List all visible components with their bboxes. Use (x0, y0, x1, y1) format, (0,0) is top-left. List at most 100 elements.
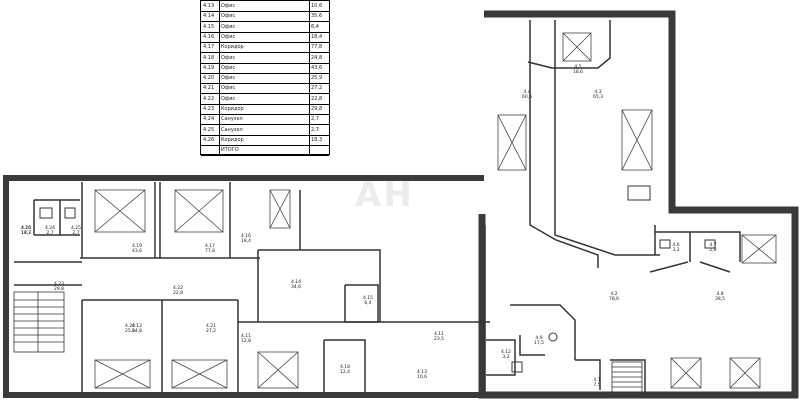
room-area: 38,5 (714, 297, 726, 302)
legend-row: 4.23 Коридор 29,8 (201, 104, 329, 115)
room-number: 4.13 (416, 370, 428, 375)
room-number: 4.9 (535, 336, 543, 341)
room-number: 4.10 (20, 226, 32, 231)
room-area: 65,3 (592, 95, 604, 100)
legend-cell-name: Офис (221, 64, 236, 71)
room-area: 2,7 (72, 231, 80, 236)
legend-cell-area: 2,7 (311, 116, 319, 123)
legend-cell-no: 4.24 (203, 116, 215, 123)
room-area: 60,6 (521, 95, 533, 100)
room-area: 29,8 (53, 287, 65, 292)
room-area: 6,4 (364, 301, 372, 306)
room-number: 4.11 (433, 332, 445, 337)
window-marks (94, 32, 777, 389)
room-area: 18,4 (240, 239, 252, 244)
legend-cell-name: Коридор (221, 44, 244, 51)
room-number: 4.1 (593, 378, 601, 383)
legend-cell-name: Коридор (221, 106, 244, 112)
room-area: 27,2 (205, 329, 217, 334)
room-area: 12,4 (339, 370, 351, 375)
legend-cell-no: 4.21 (203, 85, 215, 92)
room-number: 4.8 (716, 292, 724, 297)
room-number: 4.12 (500, 350, 512, 355)
room-area: 12,8 (240, 339, 252, 344)
room-number: 4.25 (70, 226, 82, 231)
legend-cell-name: Офис (221, 85, 236, 92)
legend-row: 4.17 Коридор 77,8 (201, 42, 329, 54)
legend-cell-no: 4.22 (203, 95, 215, 102)
room-number: 4.2 (610, 292, 618, 297)
legend-cell-name: Офис (221, 3, 236, 9)
legend-row: 4.22 Офис 22,8 (201, 94, 329, 105)
legend-cell-name: Санузел (221, 116, 243, 123)
legend-row: 4.15 Офис 6,4 (201, 22, 329, 33)
stairs-left (13, 291, 65, 353)
interior-walls (14, 20, 741, 395)
legend-cell-area: 77,8 (311, 44, 323, 51)
legend-cell-name: Офис (221, 75, 236, 82)
legend-cell-no: 4.17 (203, 44, 215, 51)
room-number: 4.24 (44, 226, 56, 231)
room-area: 7,5 (593, 383, 601, 388)
legend-cell-name: Офис (221, 95, 236, 102)
legend-row: ИТОГО (201, 145, 329, 157)
legend-cell-no: 4.15 (203, 23, 215, 30)
legend-cell-area: 24,8 (311, 54, 323, 61)
room-area: 23,5 (433, 337, 445, 342)
room-area: 25,9 (124, 329, 136, 334)
room-number: 4.23 (53, 282, 65, 287)
room-area: 2,7 (46, 231, 54, 236)
legend-cell-area: 29,8 (311, 106, 323, 112)
room-area: 10,6 (416, 375, 428, 380)
legend-cell-area: 6,4 (311, 23, 319, 30)
room-area: 2,8 (709, 248, 717, 253)
legend-cell-name: ИТОГО (221, 147, 239, 154)
legend-cell-name: Офис (221, 13, 236, 20)
watermark: АН (355, 175, 414, 215)
room-number: 4.12 (131, 324, 143, 329)
room-number: 4.22 (172, 286, 184, 291)
room-area: 43,6 (131, 249, 143, 254)
legend-cell-no: 4.16 (203, 33, 215, 40)
room-number: 4.4 (523, 90, 531, 95)
room-area: 18,3 (20, 231, 32, 236)
room-number: 4.15 (362, 296, 374, 301)
legend-row: 4.14 Офис 35,6 (201, 11, 329, 23)
room-area: 18,6 (572, 70, 584, 75)
legend-cell-name: Офис (221, 23, 236, 30)
room-area: 22,8 (172, 291, 184, 296)
legend-cell-area: 22,8 (311, 95, 323, 102)
legend-cell-no: 4.23 (203, 106, 215, 112)
legend-cell-no: 4.20 (203, 75, 215, 82)
room-number: 4.7 (709, 243, 717, 248)
legend-cell-no: 4.14 (203, 13, 215, 20)
legend-cell-no: 4.19 (203, 64, 215, 71)
room-area: 17,7 (20, 231, 32, 236)
legend-cell-area: 35,6 (311, 13, 323, 20)
legend-cell-area: 18,4 (311, 33, 323, 40)
